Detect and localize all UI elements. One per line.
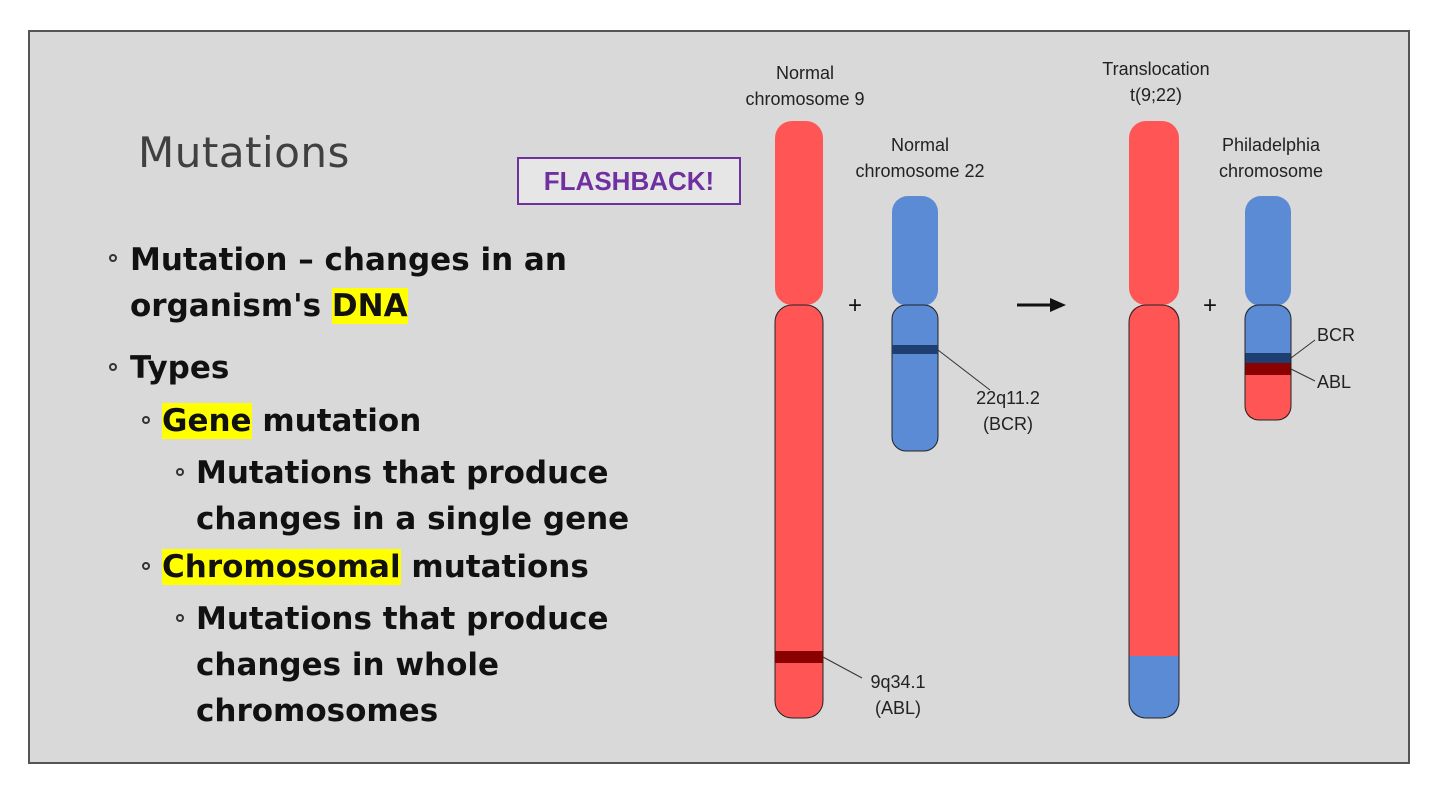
bullet-types: Types xyxy=(130,350,230,386)
derivative-9-long-arm-red xyxy=(1129,305,1179,656)
highlight-gene: Gene xyxy=(162,403,252,439)
label-normal-chromosome-9-line2: chromosome 9 xyxy=(745,89,864,109)
bullet-text: Mutations that produce xyxy=(196,455,609,491)
bullet-text: mutations xyxy=(400,549,589,585)
chromosome-22-long-arm xyxy=(891,304,939,452)
derivative-9-outline xyxy=(1128,304,1180,719)
label-philadelphia-line2: chromosome xyxy=(1219,161,1323,181)
abl-leader-line xyxy=(822,656,863,679)
derivative-9-short-arm xyxy=(1129,121,1179,305)
bullet-chromosomal-desc: Mutations that produce changes in whole … xyxy=(196,596,609,734)
label-22q11-line2: (BCR) xyxy=(983,414,1033,434)
highlight-dna: DNA xyxy=(331,288,408,324)
label-normal-chromosome-22-line1: Normal xyxy=(891,135,949,155)
bullet-text: Mutations that produce xyxy=(196,601,609,637)
highlight-chromosomal: Chromosomal xyxy=(162,549,401,585)
chromosome-9-long-arm xyxy=(774,304,824,719)
label-philadelphia-line1: Philadelphia xyxy=(1222,135,1321,155)
bullet-marker xyxy=(176,614,184,622)
philadelphia-outline xyxy=(1244,304,1292,421)
bullet-text: chromosomes xyxy=(196,693,439,729)
bullet-text: changes in a single gene xyxy=(196,501,630,537)
bullet-marker xyxy=(109,363,117,371)
derivative-9-blue-segment xyxy=(1129,656,1179,718)
slide-title: Mutations xyxy=(138,128,350,177)
label-abl: ABL xyxy=(1317,372,1351,392)
bullet-chromosomal-mutations: Chromosomal mutations xyxy=(162,544,589,590)
chromosome-22-short-arm xyxy=(892,196,938,306)
bullet-marker xyxy=(142,562,150,570)
label-22q11-line1: 22q11.2 xyxy=(976,388,1040,408)
philadelphia-abl-band xyxy=(1245,363,1291,375)
arrow-icon xyxy=(1017,298,1066,312)
normal-chromosome-22 xyxy=(891,196,939,452)
flashback-callout: FLASHBACK! xyxy=(517,157,741,205)
bullet-marker xyxy=(142,416,150,424)
plus-sign-left: + xyxy=(848,292,862,319)
bcr-band xyxy=(892,345,938,354)
normal-chromosome-9 xyxy=(774,121,824,719)
philadelphia-chromosome xyxy=(1244,196,1292,421)
label-normal-chromosome-9-line1: Normal xyxy=(776,63,834,83)
chromosome-9-short-arm xyxy=(775,121,823,305)
bullet-marker xyxy=(176,468,184,476)
label-9q34-line1: 9q34.1 xyxy=(870,672,925,692)
philadelphia-short-arm xyxy=(1245,196,1291,306)
label-9q34-line2: (ABL) xyxy=(875,698,921,718)
bullet-gene-desc: Mutations that produce changes in a sing… xyxy=(196,450,629,542)
translocated-chromosome-9 xyxy=(1128,121,1180,719)
bullet-list: Mutation – changes in an organism's DNA … xyxy=(0,0,720,780)
plus-sign-right: + xyxy=(1203,292,1217,319)
philadelphia-bcr-band xyxy=(1245,353,1291,363)
bullet-marker xyxy=(109,254,117,262)
bullet-text: changes in whole xyxy=(196,647,500,683)
label-translocation-line2: t(9;22) xyxy=(1130,85,1182,105)
bullet-text: Mutation – changes in an xyxy=(130,242,567,278)
bcr-pointer xyxy=(1290,339,1316,359)
bullet-gene-mutation: Gene mutation xyxy=(162,398,421,444)
label-bcr: BCR xyxy=(1317,325,1355,345)
label-normal-chromosome-22-line2: chromosome 22 xyxy=(855,161,984,181)
bullet-mutation-definition: Mutation – changes in an organism's DNA xyxy=(130,237,567,329)
label-translocation-line1: Translocation xyxy=(1102,59,1209,79)
bullet-text: organism's xyxy=(130,288,332,324)
abl-pointer xyxy=(1290,368,1316,382)
bcr-leader-line xyxy=(937,349,991,391)
slide-background xyxy=(28,30,1410,764)
abl-band xyxy=(775,651,823,663)
bullet-text: mutation xyxy=(251,403,422,439)
philadelphia-red-segment xyxy=(1245,375,1291,420)
